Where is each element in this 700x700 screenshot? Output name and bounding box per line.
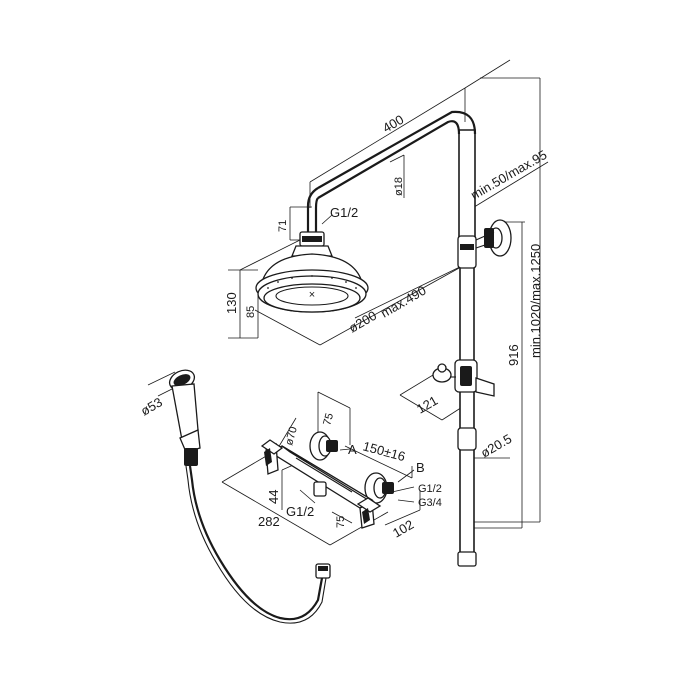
head-center-mark: × [309,289,315,301]
dimension-lines [147,59,549,546]
dim-head-height-total: 130 [224,292,239,314]
mixer-handle-right [356,497,382,529]
dim-total-height: min.1020/max.1250 [528,244,543,358]
hand-shower-slider [432,359,495,451]
hand-shower [168,369,331,624]
dim-head-reach: max.490 [378,283,429,321]
dim-arm-length: 400 [380,112,406,136]
dimension-labels: 400 ø18 71 G1/2 130 85 ø200 max.490 min.… [138,112,549,541]
dim-mixer-outlet-thread: G1/2 [286,504,314,519]
label-b: B [416,460,425,475]
dim-mixer-height: 44 [266,490,281,504]
dim-hand-shower-diameter: ø53 [138,394,165,418]
dim-mixer-width: 282 [258,514,280,529]
dim-arm-diameter: ø18 [393,177,405,196]
dim-mixer-handle-diameter: ø70 [283,425,300,446]
wall-bracket [475,219,512,257]
dim-slider-offset: 121 [414,393,440,417]
label-a: A [348,442,357,457]
dim-wall-bracket-range: min.50/max.95 [468,147,549,203]
shower-hose [188,465,324,621]
mixer-handle-left [260,439,284,475]
shower-head: × [255,231,369,313]
dim-head-diameter: ø200 [346,308,379,336]
dim-mixer-depth-lower: 75 [335,516,347,528]
dim-inlet-thread-small: G1/2 [418,483,442,495]
dim-head-connection: G1/2 [330,205,358,220]
dim-inlet-thread-large: G3/4 [418,497,442,509]
riser-pipe [306,110,477,567]
dim-head-height: 85 [245,306,257,318]
dim-mixer-projection: 102 [390,517,416,541]
thermostatic-mixer [260,431,394,529]
dim-mixer-depth: 75 [321,412,336,427]
nozzle-ring [267,275,357,289]
dim-arm-drop: 71 [277,220,289,232]
dim-rail-height: 916 [506,344,521,366]
dim-rail-diameter: ø20.5 [478,431,514,461]
dim-inlet-spacing: 150±16 [361,438,407,464]
